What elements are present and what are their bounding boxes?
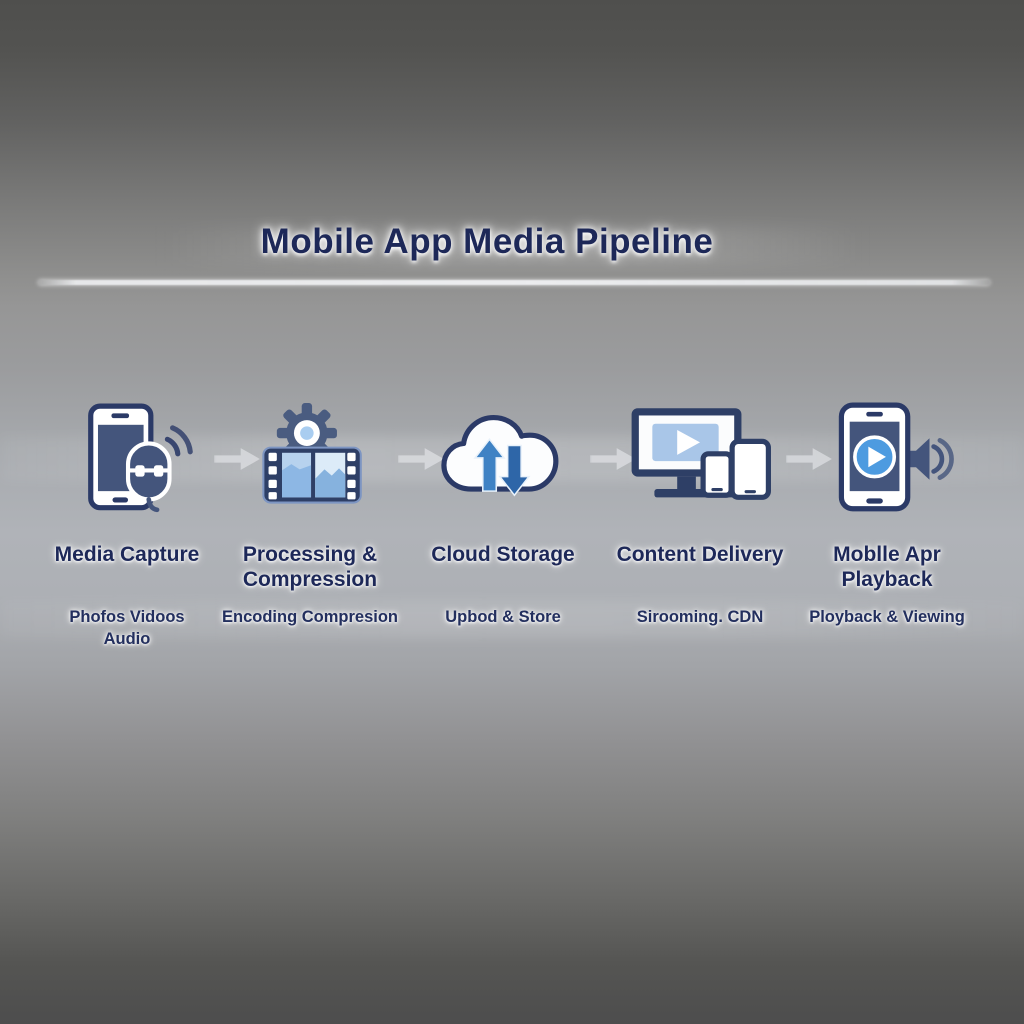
stage-subtitle-line: Upbod & Store (445, 608, 561, 626)
stage-label-line: Moblle Apr (833, 543, 941, 566)
stage-mobile-app-playback: Moblle Apr Playback Ployback & Viewing (793, 400, 981, 628)
stage-content-delivery: Content Delivery Sirooming. CDN (606, 400, 794, 628)
title-divider-line (38, 280, 990, 285)
stage-media-capture: Media Capture Phofos Vidoos Audio (38, 400, 216, 651)
stage-processing-compression: Processing & Compression Encoding Compre… (220, 400, 400, 628)
stage-cloud-storage: Cloud Storage Upbod & Store (412, 400, 594, 628)
smartphone-play-speaker-icon (812, 400, 962, 518)
diagram-title: Mobile App Media Pipeline (260, 222, 714, 261)
stage-subtitle: Ployback & Viewing (809, 606, 965, 628)
stage-subtitle-line: Phofos Vidoos (69, 608, 185, 626)
cloud-upload-download-icon (427, 400, 579, 518)
stage-label-line: Playback (841, 568, 933, 592)
stage-label: Content Delivery (617, 542, 784, 600)
stage-subtitle-line: Audio (103, 630, 151, 649)
stage-subtitle-line: Encoding Compresion (221, 608, 398, 626)
stage-label: Processing & Compression (243, 542, 377, 600)
stage-subtitle-line: Ployback & Viewing (809, 608, 965, 626)
stage-label-line: Compression (242, 568, 378, 592)
stage-label-line: Content Delivery (616, 543, 784, 566)
stage-subtitle-line: Sirooming. CDN (636, 608, 764, 626)
stage-label: Moblle Apr Playback (833, 542, 941, 600)
stage-label-line: Cloud Storage (431, 543, 575, 566)
stage-label-line: Processing & (242, 543, 378, 566)
stage-label: Cloud Storage (431, 542, 575, 600)
stage-subtitle: Phofos Vidoos Audio (69, 606, 184, 651)
stage-subtitle: Sirooming. CDN (637, 606, 764, 628)
stage-subtitle: Upbod & Store (445, 606, 561, 628)
smartphone-microphone-icon (52, 400, 202, 518)
stage-label: Media Capture (55, 542, 200, 600)
monitor-devices-play-icon (620, 400, 780, 518)
stage-label-line: Media Capture (54, 543, 200, 566)
gear-filmstrip-icon (235, 400, 385, 518)
stage-subtitle: Encoding Compresion (222, 606, 398, 628)
